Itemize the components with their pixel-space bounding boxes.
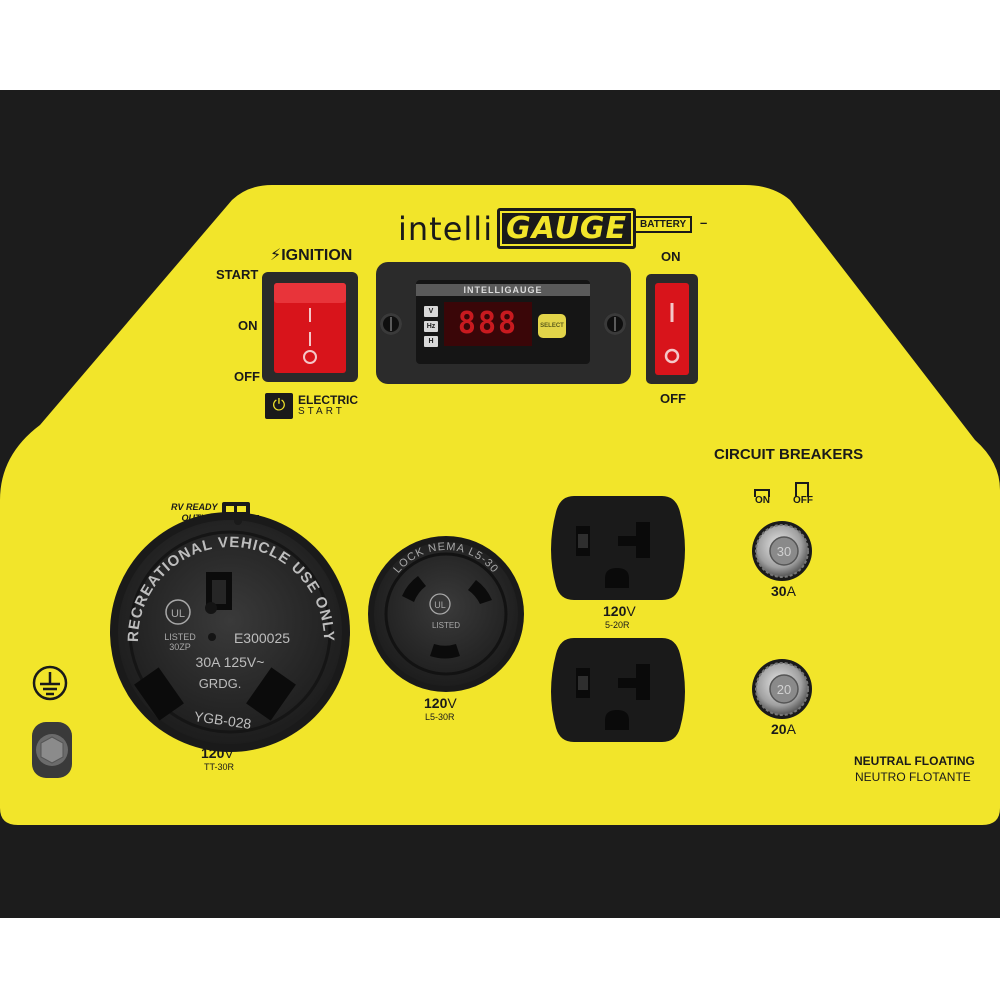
display-title: INTELLIGAUGE — [416, 284, 590, 296]
duplex-outlet-top[interactable] — [551, 496, 685, 600]
lock-ul-mark — [429, 593, 451, 615]
breaker-30a-face: 30 — [777, 544, 791, 559]
rv-grdg-text: GRDG. — [199, 676, 242, 691]
display-select-button[interactable]: SELECT — [538, 314, 566, 338]
display-digits: 888 — [444, 302, 532, 346]
brand-prefix: intelli — [398, 209, 494, 248]
neutral-floating-english: NEUTRAL FLOATING — [854, 754, 975, 768]
duplex-outlet-bottom[interactable] — [551, 638, 685, 742]
lock-voltage-unit: V — [447, 695, 457, 711]
battery-minus: – — [700, 215, 708, 230]
rv-ready-line2: OUTLET — [181, 513, 218, 523]
breaker-on-symbol — [754, 489, 770, 497]
rv-rating-text: 30A 125V~ — [196, 654, 265, 670]
power-icon: ⏻ — [265, 393, 293, 419]
rv-left-slot — [134, 667, 184, 721]
duplex-voltage-number: 120 — [603, 603, 627, 619]
breaker-off-symbol — [795, 482, 809, 497]
rv-trailer-icon — [222, 502, 259, 525]
rv-voltage-unit: V — [224, 745, 234, 761]
ignition-title-text: IGNITION — [281, 247, 353, 264]
ignition-off-label: OFF — [234, 369, 260, 384]
display-unit-hertz: Hz — [424, 321, 438, 332]
electric-start-sub: START — [298, 406, 345, 417]
duplex-voltage: 120V — [603, 603, 636, 619]
battery-plus: + — [622, 216, 630, 231]
battery-off-label: OFF — [660, 391, 686, 406]
rv-right-slot — [246, 667, 296, 721]
rv-file-number: E300025 — [234, 630, 290, 646]
ignition-off-mark — [303, 350, 317, 364]
rv-ul-text: UL — [171, 608, 185, 620]
ignition-start-label: START — [216, 267, 259, 282]
breaker-20a-unit: A — [786, 721, 796, 737]
rv-listed-text: LISTED — [164, 632, 196, 642]
display-screw-right — [604, 313, 626, 335]
rv-ul-mark — [165, 599, 191, 625]
lock-slot-1 — [402, 576, 426, 602]
rv-voltage-number: 120 — [201, 745, 225, 761]
ignition-title: ⚡IGNITION — [270, 245, 352, 265]
rv-listed-code: 30ZP — [169, 642, 191, 652]
breaker-30a-unit: A — [786, 583, 796, 599]
lightning-icon: ⚡ — [270, 247, 282, 264]
display-unit-volts: V — [424, 306, 438, 317]
ignition-on-label: ON — [238, 318, 258, 333]
battery-off-mark — [664, 348, 680, 364]
breaker-20a-button[interactable]: 20 — [752, 659, 812, 719]
brand-name: GAUGE — [497, 208, 637, 249]
rv-model-text: YGB-028 — [193, 708, 252, 732]
ignition-rocker-switch[interactable] — [274, 283, 346, 373]
lock-ul-text: UL — [434, 600, 446, 610]
neutral-floating-spanish: NEUTRO FLOTANTE — [855, 770, 971, 784]
lock-voltage: 120V — [424, 695, 457, 711]
intelligauge-logo: intelli GAUGE — [398, 208, 637, 249]
rv-outlet-tt30r[interactable]: RECREATIONAL VEHICLE USE ONLY UL LISTED … — [110, 512, 350, 752]
lock-slot-3 — [430, 644, 460, 659]
display-unit-hours: H — [424, 336, 438, 347]
battery-rocker-switch[interactable] — [655, 283, 689, 375]
rv-voltage: 120V — [201, 745, 234, 761]
rv-type: TT-30R — [204, 762, 235, 772]
ignition-switch-highlight — [274, 283, 346, 303]
lock-listed-text: LISTED — [432, 621, 460, 630]
lock-type: L5-30R — [425, 712, 455, 722]
breaker-20a-rating: 20A — [771, 721, 796, 737]
ground-icon — [32, 665, 68, 701]
rv-ready-label: RV READY OUTLET — [171, 502, 218, 524]
lock-slot-2 — [468, 580, 492, 604]
circuit-breakers-title: CIRCUIT BREAKERS — [714, 446, 864, 463]
breaker-20a-face: 20 — [777, 682, 791, 697]
duplex-type: 5-20R — [605, 620, 630, 630]
breaker-20a-number: 20 — [771, 721, 787, 737]
battery-label: BATTERY — [634, 216, 693, 233]
breaker-off-label: OFF — [793, 495, 813, 506]
display-screw-left — [380, 313, 402, 335]
battery-on-label: ON — [661, 249, 681, 264]
breaker-30a-number: 30 — [771, 583, 787, 599]
lock-voltage-number: 120 — [424, 695, 448, 711]
ground-terminal-lug[interactable] — [32, 722, 72, 778]
rv-ready-line1: RV READY — [171, 502, 218, 512]
breaker-30a-rating: 30A — [771, 583, 796, 599]
breaker-on-label: ON — [755, 495, 770, 506]
duplex-voltage-unit: V — [626, 603, 636, 619]
electric-label: ELECTRIC — [298, 393, 358, 407]
breaker-30a-button[interactable]: 30 — [752, 521, 812, 581]
locking-outlet-l5-30r[interactable]: LOCK NEMA L5-30 UL LISTED — [368, 536, 524, 692]
